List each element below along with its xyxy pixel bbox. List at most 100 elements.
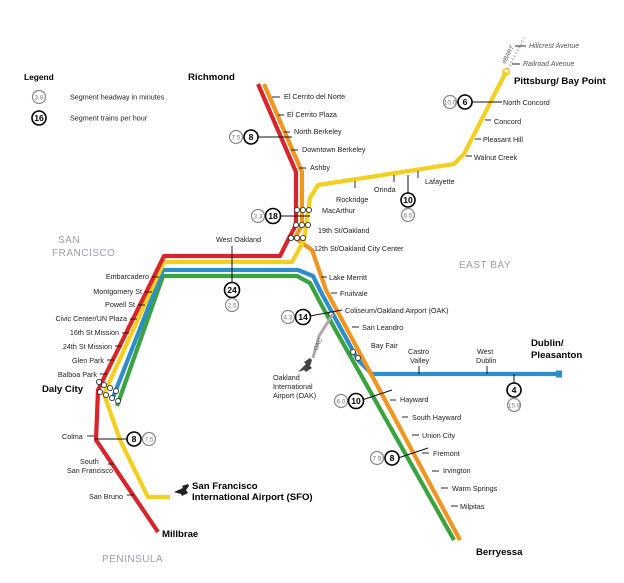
station-16th-st-mission: 16th St Mission [70, 328, 119, 337]
line-yellow [101, 71, 508, 500]
headway-dublin-minutes: 15.0 [508, 403, 521, 410]
headway-colma-trains: 8 [132, 434, 137, 444]
station-fremont: Fremont [433, 449, 460, 458]
headway-hayward-trains: 10 [351, 396, 361, 406]
headway-fremont-minutes: 7.5 [373, 456, 382, 463]
region-peninsula: PENINSULA [102, 554, 163, 565]
station-north-concord: North Concord [503, 98, 550, 107]
south-branch-stations: Lake Merritt Fruitvale Coliseum/Oakland … [321, 273, 498, 511]
oak-airport-connector: OAC Oakland International Airport (OAK) [273, 313, 335, 400]
station-union-city: Union City [422, 431, 456, 440]
legend-headway-label: Segment headway in minutes [70, 93, 165, 102]
station-irvington: Irvington [443, 466, 471, 475]
headway-coliseum-trains: 14 [298, 312, 308, 322]
station-24th-st-mission: 24th St Mission [63, 342, 112, 351]
station-oak-airport-line1: Oakland [273, 373, 300, 382]
sfo-connector: San Francisco International Airport (SFO… [174, 481, 313, 503]
terminal-pittsburg: Pittsburg/ Bay Point [514, 76, 606, 87]
richmond-branch-stations: El Cerrito del Norte El Cerrito Plaza No… [272, 92, 404, 253]
station-pleasant-hill: Pleasant Hill [483, 135, 523, 144]
station-el-cerrito-plaza: El Cerrito Plaza [287, 110, 337, 119]
station-coliseum: Coliseum/Oakland Airport (OAK) [345, 306, 448, 315]
line-red [93, 83, 299, 534]
station-downtown-berkeley: Downtown Berkeley [302, 145, 366, 154]
legend-trains-circle [31, 110, 47, 126]
station-fruitvale: Fruitvale [340, 289, 368, 298]
legend: Legend 3.8 Segment headway in minutes 16… [24, 72, 165, 126]
station-balboa-park: Balboa Park [58, 370, 98, 379]
station-west-dublin-1: West [477, 347, 493, 356]
station-south-sf-1: South [80, 457, 99, 466]
terminal-daly-city: Daly City [42, 384, 84, 395]
legend-trains-label: Segment trains per hour [70, 114, 148, 123]
station-north-berkeley: North Berkeley [294, 127, 342, 136]
terminal-dublin-line1: Dublin/ [531, 338, 564, 349]
oak-airplane-icon [298, 358, 312, 372]
sfo-airplane-icon [174, 484, 189, 496]
station-glen-park: Glen Park [72, 356, 104, 365]
legend-title: Legend [24, 72, 54, 82]
station-rockridge: Rockridge [336, 195, 368, 204]
station-embarcadero: Embarcadero [106, 272, 149, 281]
region-east-bay: EAST BAY [459, 260, 511, 271]
station-oak-airport-line2: International [273, 382, 313, 391]
headway-pittsburg-trains: 6 [463, 97, 468, 107]
station-west-oakland: West Oakland [216, 235, 261, 244]
region-san-francisco-1: SAN [58, 235, 80, 246]
headway-richmond-minutes: 7.5 [232, 135, 241, 142]
headway-hayward-minutes: 6.0 [337, 399, 346, 406]
station-colma: Colma [62, 432, 83, 441]
dublin-end-cap [556, 370, 562, 378]
terminal-millbrae: Millbrae [162, 529, 198, 540]
station-powell: Powell St [105, 300, 135, 309]
station-south-hayward: South Hayward [412, 413, 461, 422]
headway-dublin-trains: 4 [512, 385, 517, 395]
station-macarthur: MacArthur [322, 206, 356, 215]
pittsburg-branch-stations: North Concord Concord Pleasant Hill Waln… [336, 98, 550, 204]
station-west-dublin-2: Dublin [476, 356, 496, 365]
oac-label: OAC [313, 337, 324, 352]
headway-transbay-minutes: 2.5 [228, 303, 237, 310]
station-san-bruno: San Bruno [89, 492, 123, 501]
ebart-segment: eBART Hillcrest Avenue Railroad Avenue [501, 37, 579, 77]
station-hayward: Hayward [400, 395, 428, 404]
terminal-sfo-line2: International Airport (SFO) [192, 492, 313, 503]
peninsula-stations: Colma South San Francisco San Bruno [62, 432, 134, 501]
sf-stations: Embarcadero Montgomery St Powell St Civi… [56, 272, 159, 379]
terminal-richmond: Richmond [188, 72, 235, 83]
station-warm-springs: Warm Springs [452, 484, 498, 493]
headway-richmond-trains: 8 [249, 132, 254, 142]
station-bay-fair: Bay Fair [371, 341, 398, 350]
station-orinda: Orinda [374, 185, 396, 194]
station-san-leandro: San Leandro [362, 323, 403, 332]
station-railroad-avenue: Railroad Avenue [523, 61, 574, 68]
station-ashby: Ashby [310, 163, 330, 172]
dublin-branch-stations: Castro Valley West Dublin [408, 347, 496, 374]
station-milpitas: Milpitas [460, 502, 485, 511]
headway-coliseum-minutes: 4.3 [284, 315, 293, 322]
station-civic-center: Civic Center/UN Plaza [56, 314, 128, 323]
region-san-francisco-2: FRANCISCO [52, 248, 115, 259]
transfer-dots [96, 206, 361, 404]
station-castro-valley-1: Castro [408, 347, 429, 356]
headway-orinda-minutes: 6.0 [404, 213, 413, 220]
station-12th-st-oakland: 12th St/Oakland City Center [314, 244, 404, 253]
station-walnut-creek: Walnut Creek [474, 153, 518, 162]
terminal-berryessa: Berryessa [476, 547, 523, 558]
station-castro-valley-2: Valley [410, 356, 429, 365]
legend-headway-circle [31, 89, 47, 105]
station-concord: Concord [494, 117, 521, 126]
station-19th-st-oakland: 19th St/Oakland [318, 226, 370, 235]
ebart-label: eBART [501, 44, 516, 65]
station-oak-airport-line3: Airport (OAK) [273, 391, 316, 400]
headway-fremont-trains: 8 [390, 453, 395, 463]
line-green [115, 273, 456, 542]
station-el-cerrito-del-norte: El Cerrito del Norte [284, 92, 345, 101]
legend-trains-value: 16 [34, 113, 44, 123]
legend-headway-value: 3.8 [35, 95, 44, 102]
station-lake-merritt: Lake Merritt [329, 273, 367, 282]
station-hillcrest-avenue: Hillcrest Avenue [529, 43, 579, 50]
terminal-sfo-line1: San Francisco [192, 481, 258, 492]
headway-macarthur-trains: 18 [268, 211, 278, 221]
